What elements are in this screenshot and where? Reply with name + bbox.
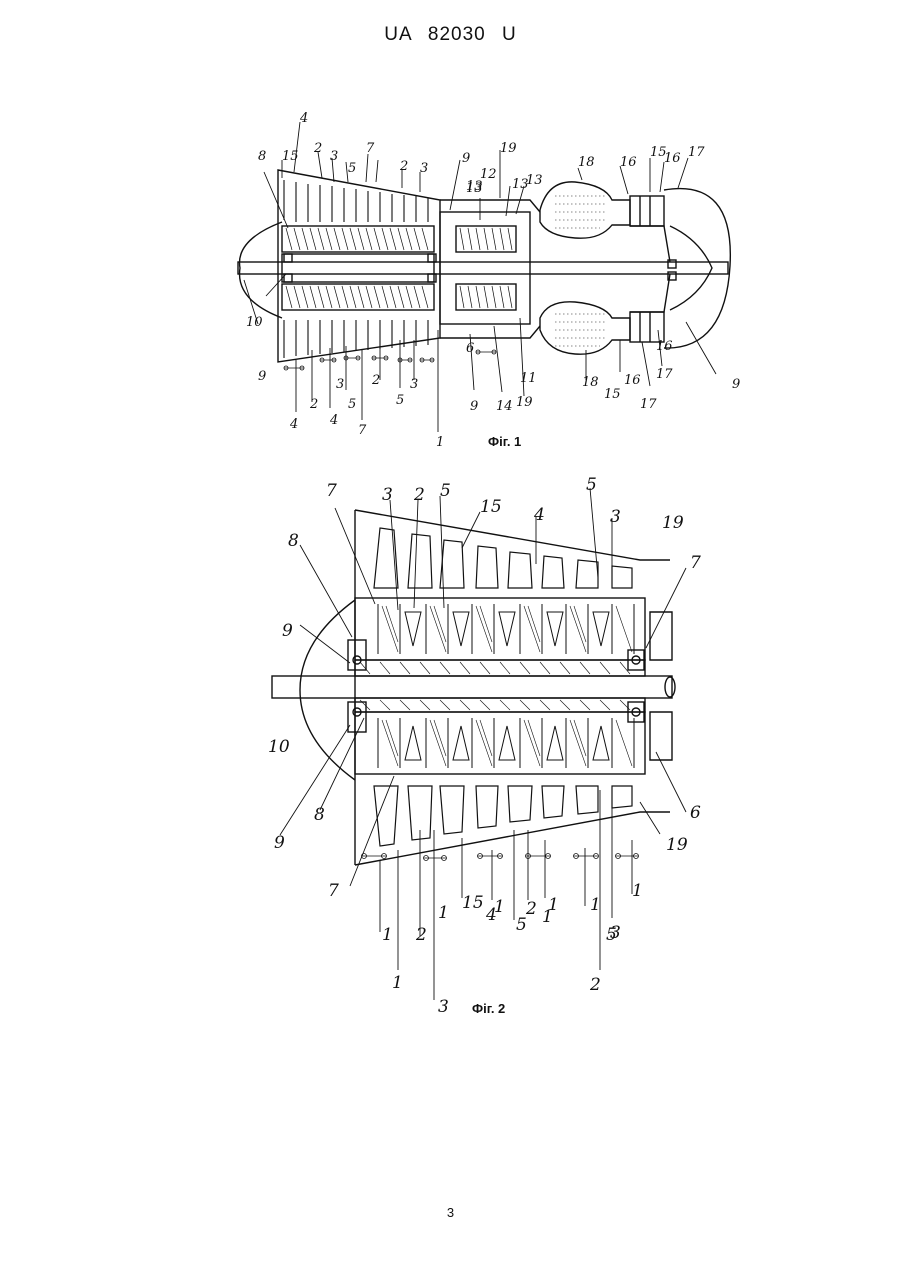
figure-1-part-label: 8	[258, 149, 266, 164]
figure-1-part-label: 15	[282, 149, 299, 164]
figure-1-part-label: 11	[520, 371, 537, 386]
figure-1-part-label: 3	[410, 377, 418, 392]
figure-1-part-label: 13	[466, 179, 483, 194]
figure-2-part-label: 6	[690, 803, 701, 823]
figure-1-part-label: 19	[516, 395, 533, 410]
figure-2-part-label: 5	[516, 915, 527, 935]
figure-2-part-label: 15	[462, 893, 484, 913]
figure-2-part-label: 7	[690, 553, 701, 573]
figure-2-part-label: 1	[382, 925, 393, 945]
figure-1-part-label: 2	[309, 397, 318, 412]
figure-2-part-label: 4	[485, 905, 497, 925]
figure-2-part-label: 2	[415, 925, 427, 945]
figure-2-part-label: 1	[438, 903, 449, 923]
figure-1-part-label: 9	[258, 369, 266, 384]
figure-1-drawing: 4152375239191312131318161516178109424352…	[0, 110, 901, 455]
figure-2-part-label: 8	[288, 531, 299, 551]
figure-1-part-label: 17	[656, 367, 673, 382]
figure-1-part-label: 3	[330, 149, 338, 164]
figure-1-part-label: 2	[371, 373, 380, 388]
page-number: 3	[0, 1205, 901, 1220]
figure-1-part-label: 13	[526, 173, 543, 188]
figure-1-part-label: 6	[466, 341, 474, 356]
figure-1-part-label: 18	[582, 375, 599, 390]
figure-1-caption: Фіг. 1	[488, 434, 521, 449]
figure-2-part-label: 9	[282, 621, 293, 641]
casing-outline	[355, 510, 670, 865]
figure-2-part-label: 9	[274, 833, 285, 853]
combustion-chamber-top	[540, 182, 630, 238]
figure-1-part-label: 4	[289, 417, 298, 432]
figure-2-part-label: 1	[632, 881, 643, 901]
figure-1-part-label: 9	[470, 399, 478, 414]
figure-2-caption: Фіг. 2	[472, 1001, 505, 1016]
figure-2-part-label: 2	[413, 485, 425, 505]
figure-2-part-label: 3	[382, 485, 393, 505]
figure-2-part-label: 5	[606, 925, 617, 945]
figure-1-part-label: 9	[732, 377, 740, 392]
figure-1-part-label: 16	[656, 339, 673, 354]
figure-1-part-label: 17	[640, 397, 657, 412]
shaft	[272, 676, 672, 698]
figure-1-part-label: 5	[396, 393, 404, 408]
figure-2-part-label: 7	[326, 481, 337, 501]
figure-1-part-label: 7	[358, 423, 367, 438]
figure-1-part-label: 4	[299, 111, 308, 126]
figure-2-part-label: 8	[314, 805, 325, 825]
shaft	[238, 262, 728, 274]
figure-2-part-label: 19	[666, 835, 688, 855]
figure-1-part-label: 2	[399, 159, 408, 174]
figure-2-part-label: 7	[328, 881, 339, 901]
figure-1-part-label: 5	[348, 161, 356, 176]
figure-1-part-label: 16	[664, 151, 681, 166]
figure-1-part-label: 17	[688, 145, 705, 160]
figure-1-part-label: 10	[246, 315, 263, 330]
figure-1-part-label: 3	[336, 377, 344, 392]
figure-1-part-label: 3	[420, 161, 428, 176]
figure-2-part-label: 5	[440, 481, 451, 501]
blades-top	[374, 528, 632, 588]
figure-2-part-label: 2	[589, 975, 601, 995]
figure-1-part-label: 7	[366, 141, 375, 156]
figure-2-part-label: 1	[590, 895, 601, 915]
figure-1-part-label: 14	[496, 399, 513, 414]
figure-2-part-label: 4	[533, 505, 545, 525]
figure-2-part-label: 15	[480, 497, 502, 517]
figure-2-part-label: 3	[438, 997, 449, 1013]
rotor-band-bottom	[355, 712, 645, 774]
document-id: UA 82030 U	[0, 24, 901, 46]
figure-1-part-label: 5	[348, 397, 356, 412]
figure-1-part-label: 16	[620, 155, 637, 170]
figure-1-part-label: 16	[624, 373, 641, 388]
figure-1-part-label: 9	[462, 151, 470, 166]
figure-2-part-label: 3	[610, 507, 621, 527]
figure-1-part-label: 2	[313, 141, 322, 156]
figure-2-part-label: 10	[268, 737, 290, 757]
figure-2-part-label: 1	[542, 907, 553, 927]
figure-2-part-label: 5	[586, 475, 597, 495]
figure-1-part-label: 4	[329, 413, 338, 428]
figure-2-part-label: 1	[392, 973, 403, 993]
figure-1-part-label: 19	[500, 141, 517, 156]
figure-1-part-label: 15	[604, 387, 621, 402]
figure-2-drawing: 7325154531989710987619112115121511313245	[0, 468, 901, 1013]
combustion-chamber-bottom	[540, 302, 630, 354]
nose-cone	[240, 222, 282, 318]
rotor-band-top	[355, 598, 645, 660]
figure-1-part-label: 18	[578, 155, 595, 170]
figure-1-part-label: 1	[436, 435, 444, 450]
figure-2-part-label: 19	[662, 513, 684, 533]
